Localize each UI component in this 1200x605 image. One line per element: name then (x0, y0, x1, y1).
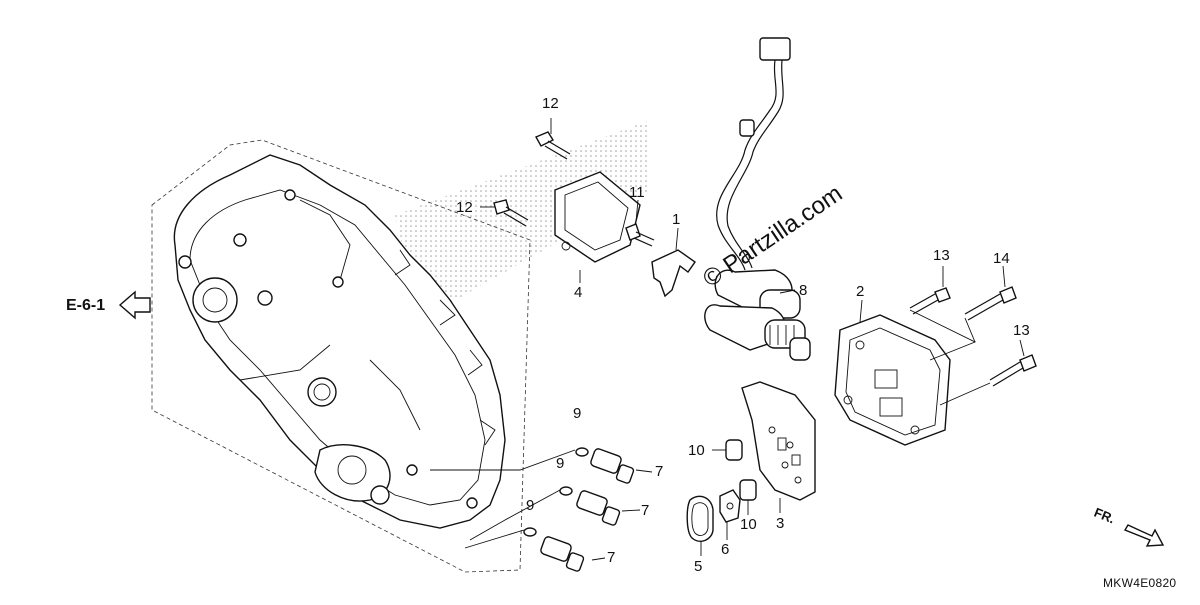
label-part-1: 1 (672, 211, 681, 228)
label-part-11: 11 (629, 184, 645, 201)
label-part-12-lower: 12 (456, 199, 473, 216)
bolt-12-lower (493, 199, 529, 227)
bolt-13-lower (989, 354, 1037, 387)
label-part-7-bottom: 7 (607, 549, 616, 566)
diagram-code: MKW4E0820 (1103, 576, 1177, 590)
dowel-pin-10-lower (739, 479, 757, 501)
bolt-14 (964, 286, 1017, 321)
bolt-12-upper (535, 131, 571, 160)
gasket-plate-part-3 (741, 381, 816, 501)
label-part-9-top: 9 (573, 405, 582, 422)
label-part-3: 3 (776, 515, 785, 532)
label-part-6: 6 (721, 541, 730, 558)
dowel-pin-10-upper (725, 439, 743, 461)
filter-part-6 (719, 489, 741, 523)
bracket-part-1 (651, 249, 696, 298)
cover-part-4 (554, 171, 641, 263)
pressure-switch-part-7-top (575, 447, 635, 484)
label-part-7-middle: 7 (641, 502, 650, 519)
bolt-13-upper (909, 287, 951, 315)
label-part-10-lower: 10 (740, 516, 757, 533)
reference-label: E-6-1 (66, 297, 106, 314)
pressure-switch-part-7-bottom (523, 527, 585, 572)
label-part-7-top: 7 (655, 463, 664, 480)
label-part-10-upper: 10 (688, 442, 705, 459)
transmission-cover (173, 154, 506, 529)
label-part-9-middle: 9 (556, 455, 565, 472)
o-ring-part-5 (686, 495, 714, 542)
label-part-13-upper: 13 (933, 247, 950, 264)
label-part-4: 4 (574, 284, 583, 301)
label-part-8: 8 (799, 282, 808, 299)
reference-arrow-icon (118, 290, 151, 320)
label-part-5: 5 (694, 558, 703, 575)
label-part-12-upper: 12 (542, 95, 559, 112)
label-part-2: 2 (856, 283, 865, 300)
front-direction-arrow-icon (1123, 524, 1165, 547)
bolt-11 (625, 223, 655, 247)
label-part-9-bottom: 9 (526, 497, 535, 514)
solenoid-harness-part-8 (704, 37, 811, 361)
pressure-switch-part-7-middle (559, 486, 621, 526)
label-part-14: 14 (993, 250, 1010, 267)
assembly-boundary (151, 139, 531, 573)
valve-body-part-2 (834, 314, 951, 446)
label-part-13-lower: 13 (1013, 322, 1030, 339)
